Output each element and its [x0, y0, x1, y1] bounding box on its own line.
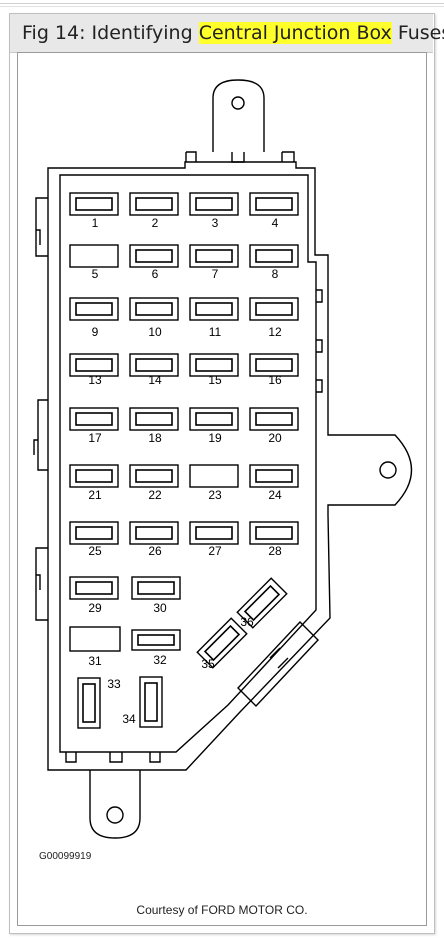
fuse-slot-23 — [189, 464, 239, 488]
fuse-label-6: 6 — [152, 267, 159, 281]
fuse-label-21: 21 — [88, 488, 102, 502]
fuse-label-5: 5 — [92, 267, 99, 281]
fuse-slot-24 — [249, 464, 299, 488]
fuse-slot-5 — [69, 244, 119, 268]
fuse-slot-26 — [129, 521, 179, 545]
fuse-slot-11 — [189, 297, 239, 321]
fuse-slot-22 — [129, 464, 179, 488]
fuse-slot-9 — [69, 297, 119, 321]
fuse-label-12: 12 — [268, 325, 282, 339]
fuse-label-14: 14 — [148, 373, 162, 387]
fuse-slot-34 — [139, 676, 163, 728]
fuse-label-7: 7 — [212, 267, 219, 281]
fuse-slot-12 — [249, 297, 299, 321]
fuse-label-1: 1 — [92, 216, 99, 230]
figure-id: G00099919 — [39, 851, 92, 862]
top-clips — [185, 151, 295, 163]
figure-credit: Courtesy of FORD MOTOR CO. — [136, 903, 308, 917]
bottom-mounting-tab — [89, 770, 141, 839]
fuse-slot-1 — [69, 192, 119, 216]
fuse-label-26: 26 — [148, 544, 162, 558]
fuse-label-2: 2 — [152, 216, 159, 230]
title-highlight: Central Junction Box — [198, 22, 392, 44]
title-suffix: Fuses — [397, 22, 444, 44]
top-mounting-hole — [231, 96, 245, 110]
right-mounting-hole — [379, 461, 397, 479]
fuse-slot-7 — [189, 244, 239, 268]
fuse-slot-36 — [236, 577, 288, 629]
bottom-mounting-hole — [106, 806, 124, 824]
fuse-label-23: 23 — [208, 488, 222, 502]
fuse-slot-16 — [249, 353, 299, 377]
fuse-slot-14 — [129, 353, 179, 377]
fuse-slot-18 — [129, 407, 179, 431]
top-mounting-tab — [212, 79, 265, 152]
title-prefix: Fig 14: Identifying — [22, 22, 199, 44]
fuse-slot-8 — [249, 244, 299, 268]
fuse-label-36: 36 — [240, 615, 254, 629]
top-rule — [0, 3, 444, 4]
right-clips — [316, 289, 323, 393]
fuse-slot-35 — [196, 617, 248, 669]
housing-outline — [47, 161, 413, 771]
figure-title: Fig 14: Identifying Central Junction Box… — [22, 20, 444, 46]
fuse-slot-30 — [131, 576, 181, 600]
fuse-label-33: 33 — [107, 677, 121, 691]
fuse-label-25: 25 — [88, 544, 102, 558]
fuse-label-32: 32 — [153, 653, 167, 667]
fuse-slot-19 — [189, 407, 239, 431]
fuse-slot-21 — [69, 464, 119, 488]
fuse-label-18: 18 — [148, 431, 162, 445]
fuse-label-17: 17 — [88, 431, 102, 445]
fuse-slot-6 — [129, 244, 179, 268]
fuse-slot-4 — [249, 192, 299, 216]
fuse-label-24: 24 — [268, 488, 282, 502]
fuse-label-22: 22 — [148, 488, 162, 502]
left-clips — [33, 197, 48, 621]
fuse-slots — [69, 192, 299, 729]
fuse-slot-29 — [69, 576, 119, 600]
fuse-label-35: 35 — [201, 657, 215, 671]
fuse-slot-28 — [249, 521, 299, 545]
fuse-slot-15 — [189, 353, 239, 377]
fuse-label-10: 10 — [148, 325, 162, 339]
fuse-label-4: 4 — [272, 216, 279, 230]
fuse-slot-27 — [189, 521, 239, 545]
fuse-slot-20 — [249, 407, 299, 431]
fuse-label-15: 15 — [208, 373, 222, 387]
fuse-label-31: 31 — [88, 654, 102, 668]
fuse-label-19: 19 — [208, 431, 222, 445]
fuse-label-27: 27 — [208, 544, 222, 558]
fuse-label-16: 16 — [268, 373, 282, 387]
fuse-label-8: 8 — [272, 267, 279, 281]
fuse-label-11: 11 — [209, 325, 222, 339]
fuse-label-9: 9 — [92, 325, 99, 339]
fuse-label-13: 13 — [88, 373, 102, 387]
fuse-label-20: 20 — [268, 431, 282, 445]
fuse-label-28: 28 — [268, 544, 282, 558]
top-rule-secondary — [0, 6, 444, 7]
fuse-slot-2 — [129, 192, 179, 216]
housing-inner — [59, 174, 317, 753]
fuse-slot-31 — [69, 626, 121, 652]
fuse-label-34: 34 — [122, 712, 136, 726]
fuse-slot-10 — [129, 297, 179, 321]
fuse-label-29: 29 — [88, 601, 102, 615]
fuse-label-3: 3 — [212, 216, 219, 230]
fuse-slot-13 — [69, 353, 119, 377]
fuse-slot-25 — [69, 521, 119, 545]
fuse-slot-17 — [69, 407, 119, 431]
fuse-slot-32 — [131, 629, 181, 651]
bottom-clips — [65, 752, 161, 763]
fuse-label-30: 30 — [153, 601, 167, 615]
fuse-slot-3 — [189, 192, 239, 216]
side-connector — [237, 620, 319, 708]
fuse-slot-33 — [77, 677, 101, 729]
